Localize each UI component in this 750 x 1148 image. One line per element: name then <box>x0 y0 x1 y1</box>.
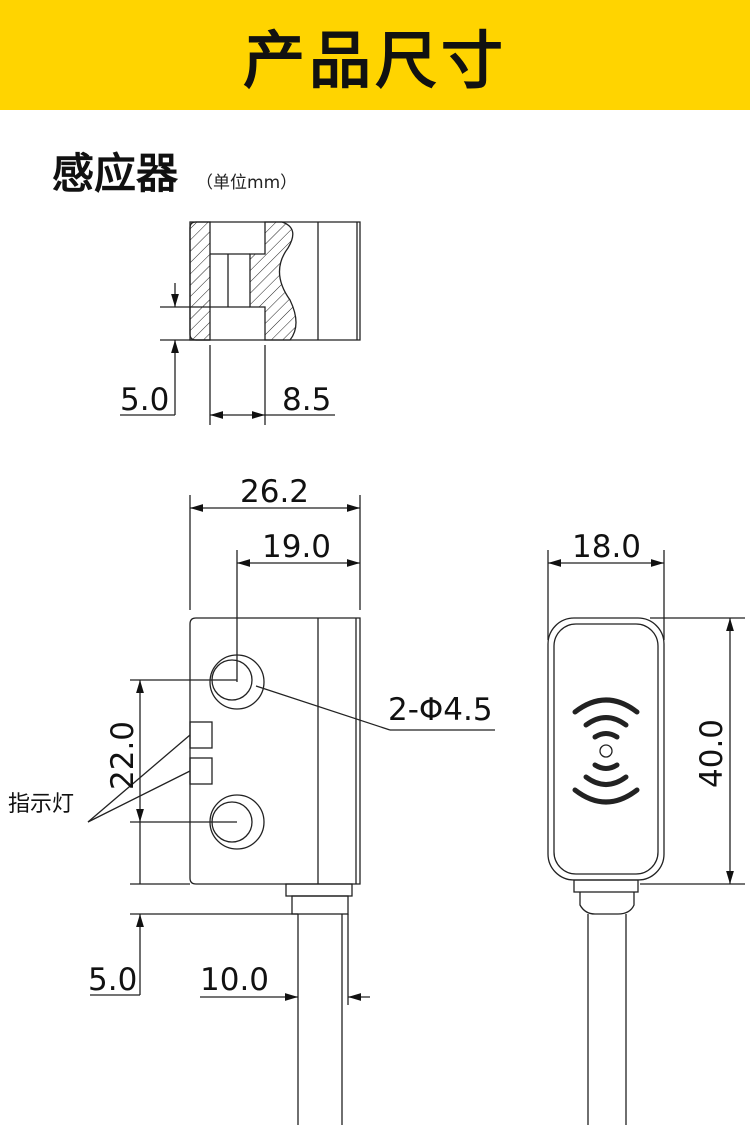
hole-spec-label: 2-Φ4.5 <box>388 692 493 728</box>
indicator-label: 指示灯 <box>8 792 74 817</box>
top-view <box>120 221 361 425</box>
front-view <box>87 495 495 1125</box>
dim-width-26-2: 26.2 <box>240 474 309 510</box>
dim-cable-5: 5.0 <box>88 962 137 998</box>
section-heading: 感应器 （单位mm） <box>52 140 297 201</box>
dim-18: 18.0 <box>572 529 641 565</box>
dim-cable-10: 10.0 <box>200 962 269 998</box>
dim-40: 40.0 <box>694 719 730 788</box>
dim-19: 19.0 <box>262 529 331 565</box>
header-banner: 产品尺寸 <box>0 0 750 110</box>
unit-note: （单位mm） <box>196 173 298 193</box>
dim-top-5: 5.0 <box>120 382 169 418</box>
dim-top-8-5: 8.5 <box>282 382 331 418</box>
section-title: 感应器 <box>52 149 179 198</box>
indicator-light-2 <box>189 757 213 785</box>
dim-22: 22.0 <box>105 721 141 790</box>
header-title: 产品尺寸 <box>242 24 507 97</box>
side-view <box>547 550 745 1125</box>
indicator-light-1 <box>189 721 213 749</box>
